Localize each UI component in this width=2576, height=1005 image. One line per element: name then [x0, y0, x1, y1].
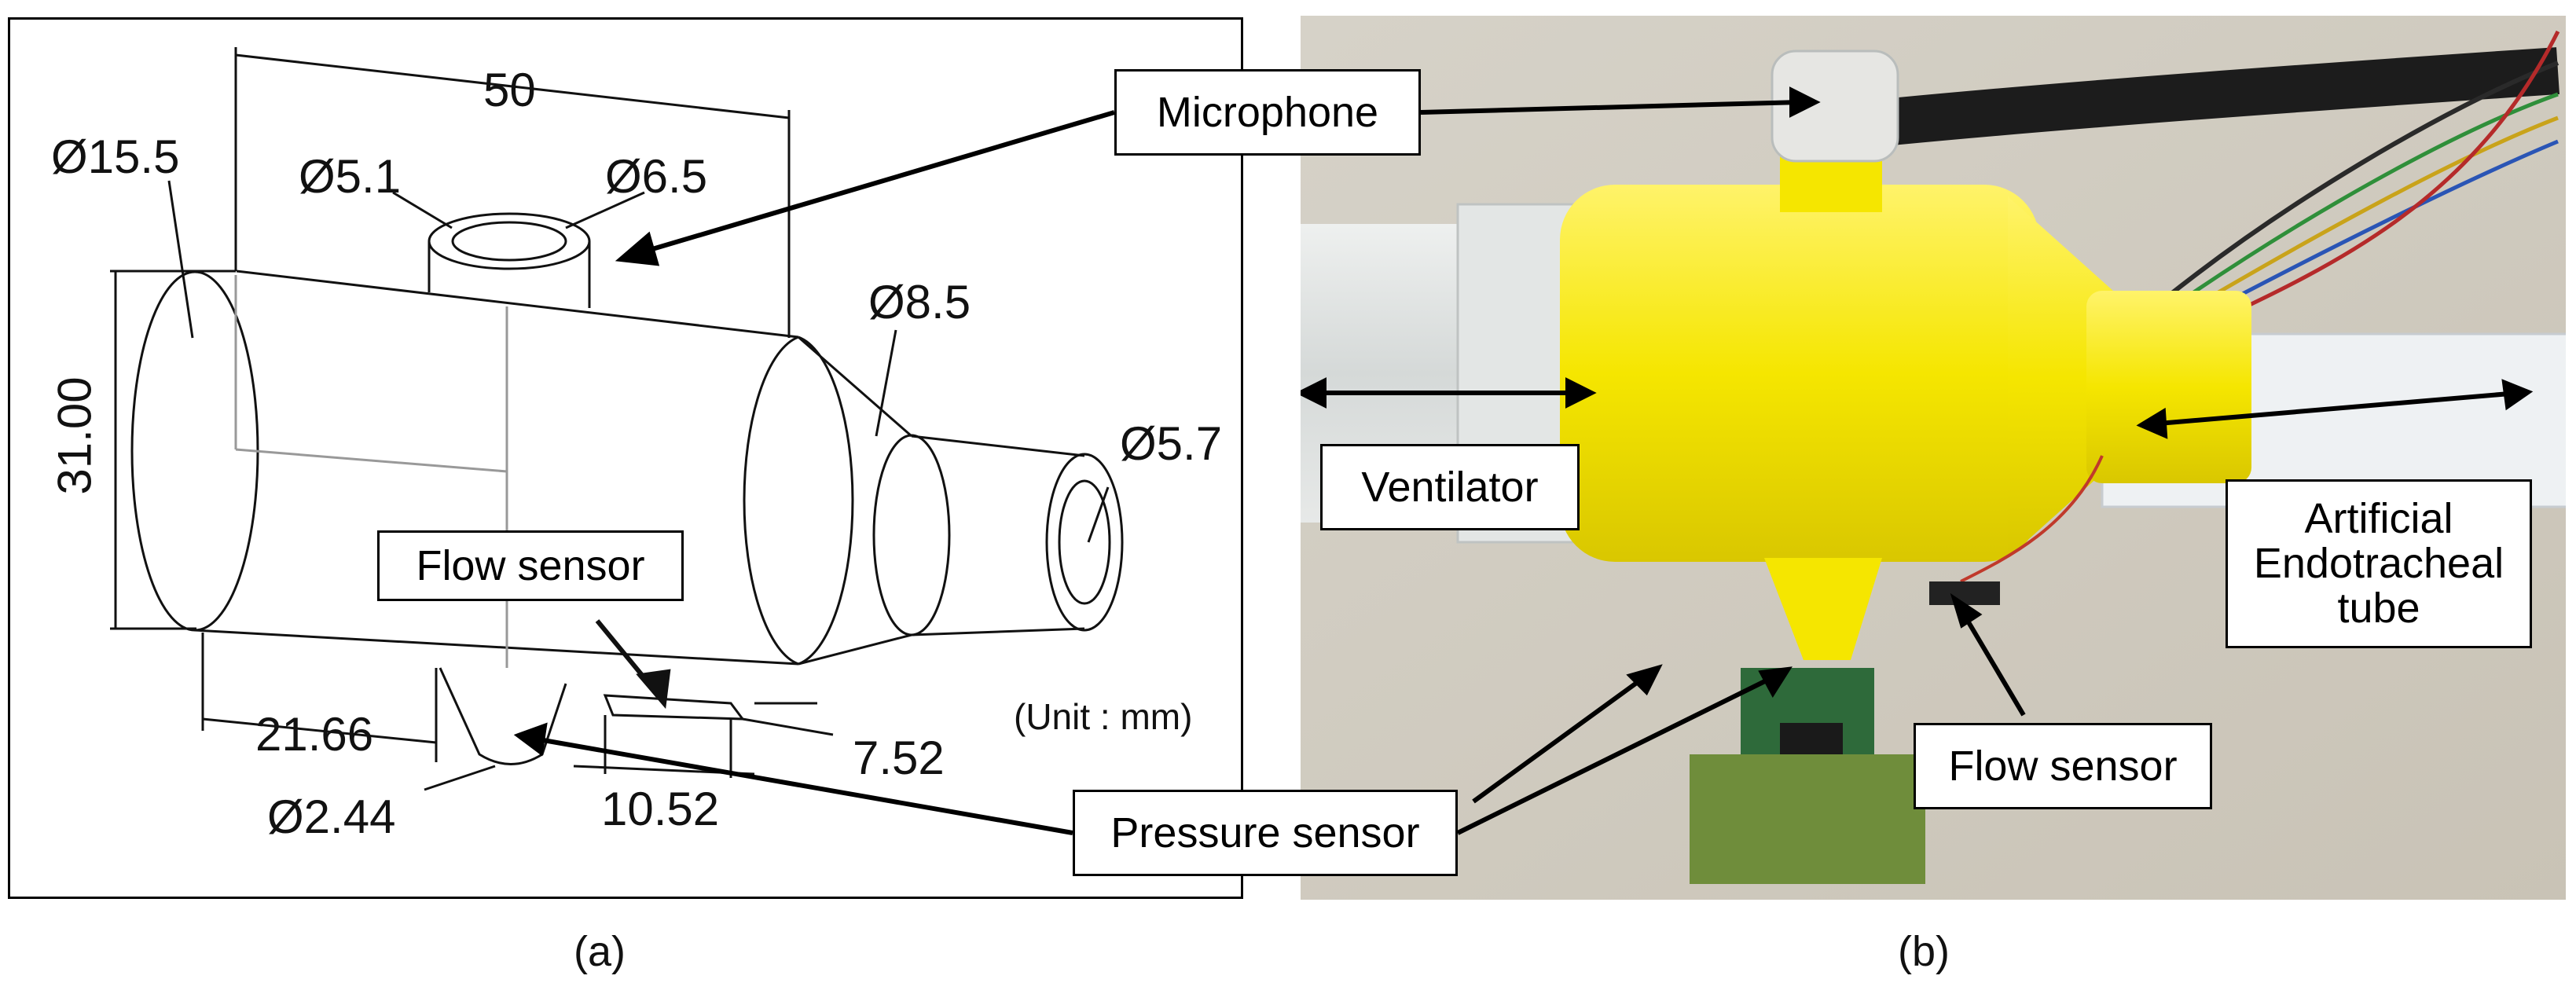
- unit-note: (Unit : mm): [1014, 696, 1193, 737]
- panel-b-label: (b): [1898, 928, 1950, 975]
- flow-sensor-callout-a: Flow sensor: [377, 530, 684, 601]
- microphone-callout: Microphone: [1114, 69, 1421, 156]
- panel-a-frame: [8, 17, 1243, 899]
- tube-line-2: Endotracheal: [2253, 540, 2504, 588]
- dim-outlet-inner: Ø5.7: [1120, 417, 1223, 470]
- dim-length: 50: [483, 64, 536, 116]
- dim-port-inner: Ø5.1: [299, 150, 402, 203]
- cad-drawing: [110, 47, 1124, 791]
- flow-sensor-callout-b: Flow sensor: [1914, 723, 2212, 809]
- dim-outlet-outer: Ø8.5: [868, 276, 971, 328]
- dim-outer-diameter: Ø15.5: [51, 130, 180, 183]
- dim-sensor-width: 7.52: [853, 732, 945, 784]
- dim-offset: 21.66: [255, 708, 374, 761]
- tube-line-3: tube: [2337, 584, 2420, 632]
- panel-a-label: (a): [574, 928, 626, 975]
- dim-nozzle: Ø2.44: [267, 790, 396, 843]
- dim-sensor-length: 10.52: [601, 783, 720, 835]
- tube-line-1: Artificial: [2304, 495, 2453, 543]
- ventilator-callout: Ventilator: [1320, 444, 1580, 530]
- artificial-tube-callout: Artificial Endotracheal tube: [2226, 479, 2532, 648]
- pressure-sensor-callout: Pressure sensor: [1073, 790, 1458, 876]
- dim-height: 31.00: [48, 376, 101, 495]
- dim-port-outer: Ø6.5: [605, 150, 708, 203]
